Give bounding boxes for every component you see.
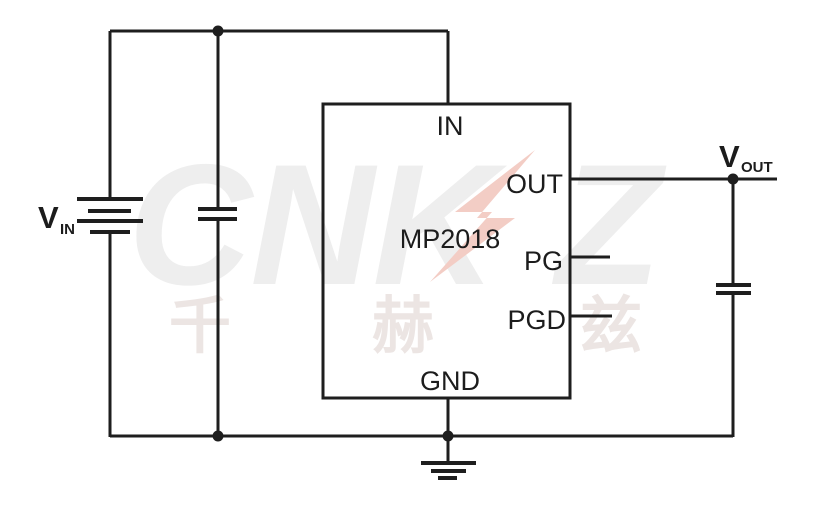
pin-label-pg: PG <box>524 246 563 276</box>
watermark: CNK Z 千 赫 兹 <box>128 129 669 361</box>
ground-symbol <box>421 436 476 480</box>
vout-subscript: OUT <box>741 159 773 176</box>
vin-subscript: IN <box>60 221 75 238</box>
junction-dot-bottom-rail-left <box>212 430 224 442</box>
watermark-cjk-2: 赫 <box>372 292 434 361</box>
junction-dot-vout <box>727 173 739 185</box>
ic-part-number-label: MP2018 <box>400 224 501 254</box>
junction-dot-top-rail <box>212 25 224 37</box>
vout-label: V <box>719 139 740 174</box>
battery-symbol <box>77 197 143 234</box>
output-capacitor <box>716 283 751 295</box>
watermark-cjk-3: 兹 <box>580 292 642 361</box>
input-capacitor <box>198 207 237 221</box>
pin-label-gnd: GND <box>420 366 480 396</box>
pin-label-in: IN <box>437 111 464 141</box>
watermark-latin-left: CNK <box>128 129 507 321</box>
vin-label: V <box>38 200 59 235</box>
vout-net-label: V OUT <box>719 139 773 176</box>
vin-net-label: V IN <box>38 200 75 238</box>
pin-label-out: OUT <box>506 169 563 199</box>
ic-body <box>321 102 572 400</box>
watermark-cjk-1: 千 <box>169 292 231 361</box>
watermark-bolt-icon <box>430 150 535 282</box>
pin-label-pgd: PGD <box>507 305 566 335</box>
